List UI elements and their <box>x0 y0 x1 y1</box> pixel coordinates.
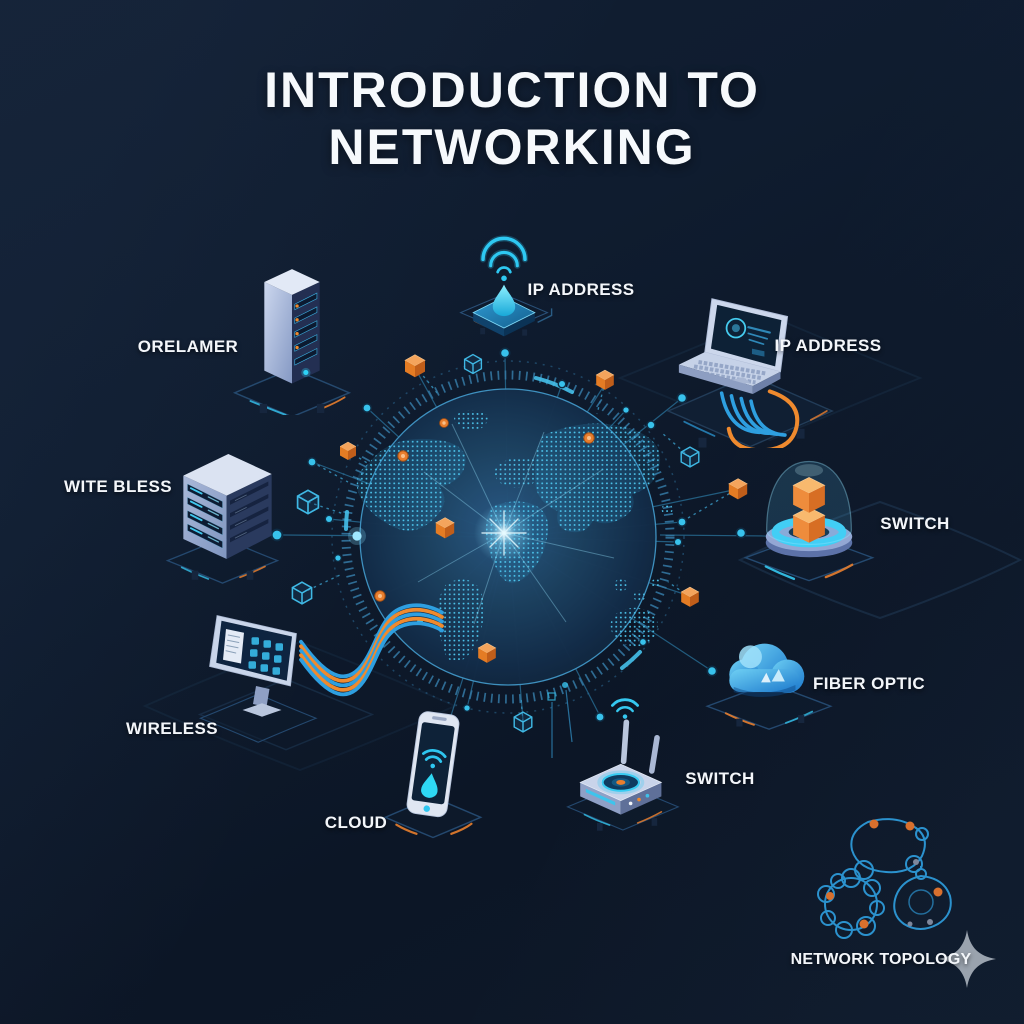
label-wifi-pad: IP ADDRESS <box>527 280 635 299</box>
globe <box>331 360 685 714</box>
decor-nodes <box>270 347 748 733</box>
router-circuit-lines <box>547 682 573 758</box>
title-line2: NETWORKING <box>328 119 696 175</box>
topology-rings-icon <box>806 796 1016 981</box>
laptop-icon <box>645 288 850 453</box>
poster-title: INTRODUCTION TO NETWORKING <box>0 62 1024 176</box>
label-server-rack: WITE BLESS <box>64 477 172 496</box>
topology-ring-c <box>893 866 952 930</box>
label-cube-dome: SWITCH <box>880 514 950 533</box>
topology-ring-b <box>817 868 885 939</box>
monitor-icon <box>196 602 451 757</box>
label-cloud: FIBER OPTIC <box>812 674 926 693</box>
label-server-tower: ORELAMER <box>137 337 239 356</box>
cloud-icon <box>694 618 844 738</box>
center-burst <box>417 423 615 625</box>
server-tower-icon <box>232 258 352 420</box>
smartphone-icon <box>378 700 488 852</box>
server-rack-icon <box>160 444 285 591</box>
topology-ring-a <box>850 818 929 880</box>
label-smartphone: CLOUD <box>324 813 388 832</box>
cube-dome-icon <box>734 428 884 609</box>
sparkle-icon <box>938 930 996 993</box>
label-laptop: IP ADDRESS <box>774 336 882 355</box>
label-monitor: WIRELESS <box>126 719 218 738</box>
label-topology: NETWORK TOPOLOGY <box>790 951 972 968</box>
monitor-cables <box>299 603 444 697</box>
wifi-platform-icon <box>455 230 560 361</box>
label-router: SWITCH <box>685 769 755 788</box>
title-line1: INTRODUCTION TO <box>264 62 760 118</box>
wifi-router-icon <box>548 690 688 842</box>
